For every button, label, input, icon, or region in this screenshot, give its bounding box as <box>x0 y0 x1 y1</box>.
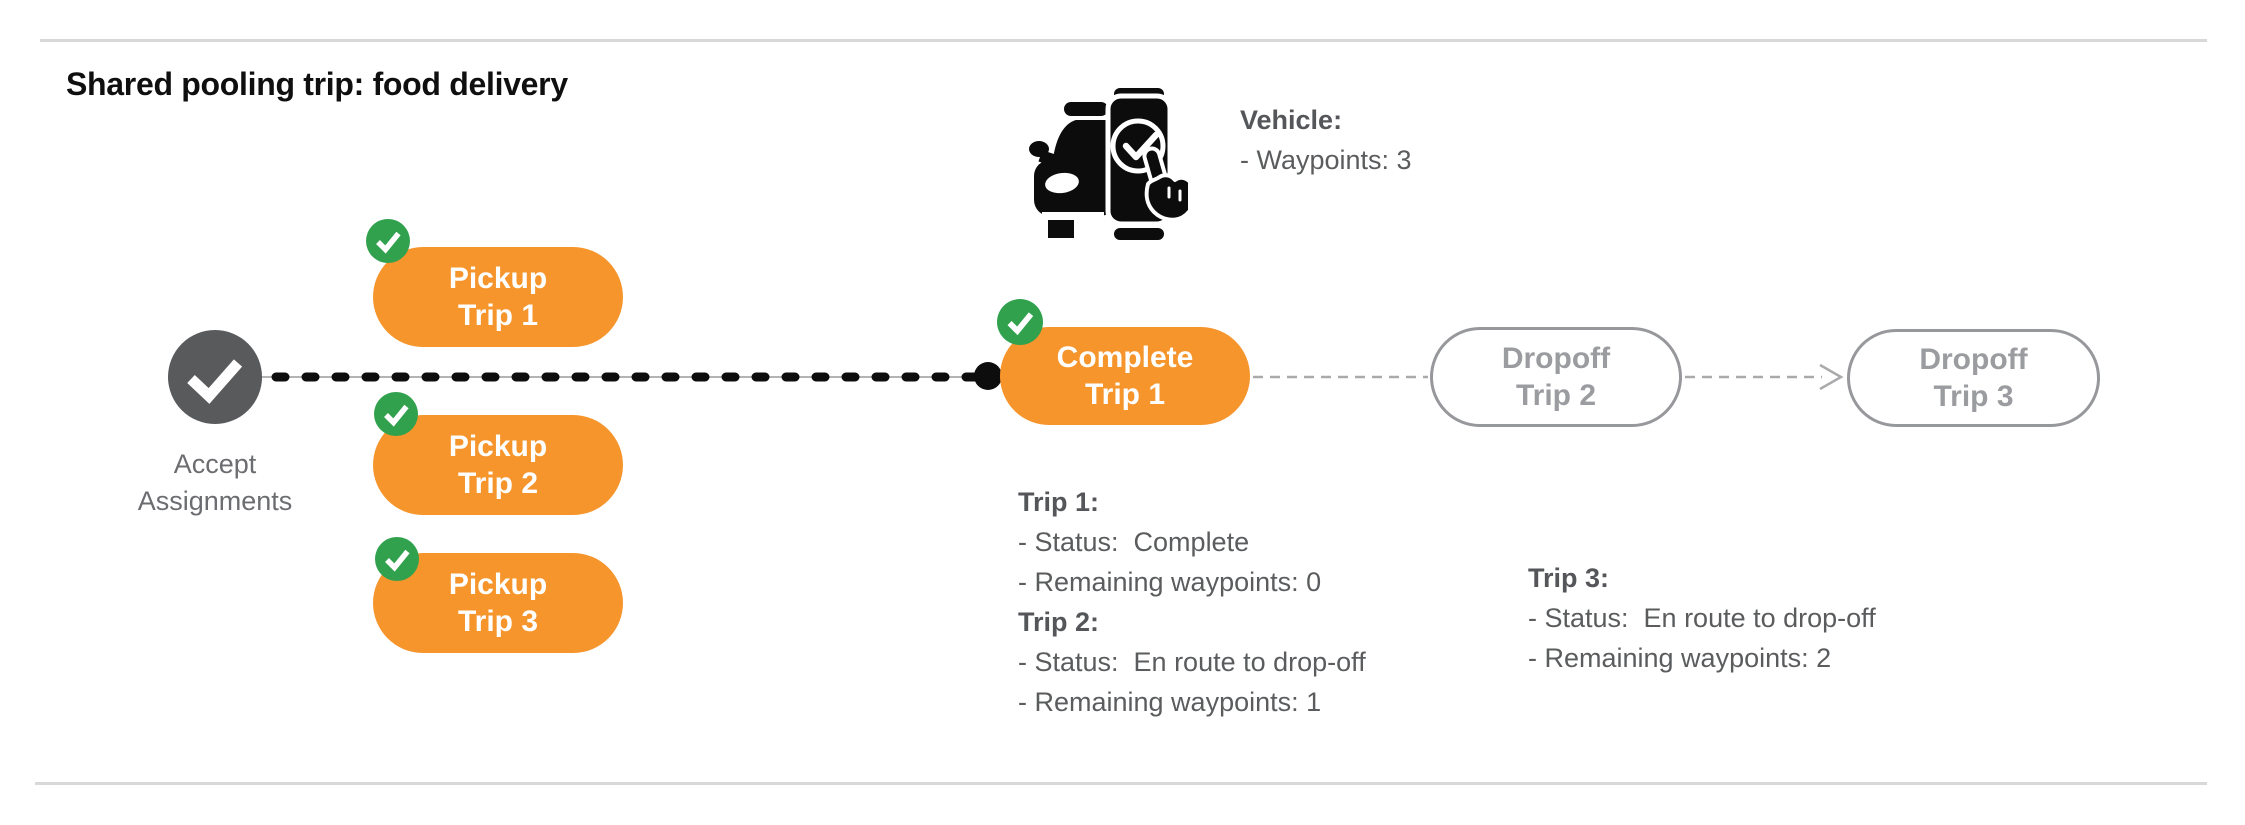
trip-status-block-3: Trip 3: - Status: En route to drop-off - R… <box>1528 558 1876 678</box>
car-phone-check-icon <box>1028 86 1197 246</box>
status-line: - Status: En route to drop-off <box>1528 603 1876 633</box>
status-line: Trip 3: <box>1528 563 1610 593</box>
check-badge-icon <box>366 219 410 263</box>
accept-assignments-label: Accept Assignments <box>137 449 293 516</box>
arrowhead-icon <box>1819 363 1844 391</box>
status-line: - Remaining waypoints: 2 <box>1528 643 1832 673</box>
complete-trip-1-node: Complete Trip 1 <box>1000 327 1250 425</box>
accept-assignments-node <box>168 330 262 424</box>
top-divider <box>40 39 2207 42</box>
status-line: - Remaining waypoints: 1 <box>1018 687 1322 717</box>
vehicle-info: Vehicle: - Waypoints: 3 <box>1240 100 1412 180</box>
pickup-trip-1-node: Pickup Trip 1 <box>373 247 623 347</box>
vehicle-label: Vehicle: <box>1240 105 1343 135</box>
status-line: - Status: En route to drop-off <box>1018 647 1366 677</box>
check-badge-icon <box>374 392 418 436</box>
check-badge-icon <box>375 537 419 581</box>
dropoff-trip-2-node: Dropoff Trip 2 <box>1430 327 1682 427</box>
pickup-trip-2-node: Pickup Trip 2 <box>373 415 623 515</box>
vehicle-waypoints: - Waypoints: 3 <box>1240 145 1412 175</box>
check-badge-icon <box>997 299 1043 345</box>
trip-status-block-1-2: Trip 1: - Status: Complete - Remaining way… <box>1018 482 1366 722</box>
page-title: Shared pooling trip: food delivery <box>66 66 568 102</box>
status-line: Trip 2: <box>1018 607 1100 637</box>
status-line: - Remaining waypoints: 0 <box>1018 567 1322 597</box>
current-position-dot <box>974 362 1002 390</box>
bottom-divider <box>35 782 2207 785</box>
status-line: Trip 1: <box>1018 487 1100 517</box>
checkmark-icon <box>187 359 243 404</box>
status-line: - Status: Complete <box>1018 527 1250 557</box>
dropoff-trip-3-node: Dropoff Trip 3 <box>1847 329 2100 427</box>
